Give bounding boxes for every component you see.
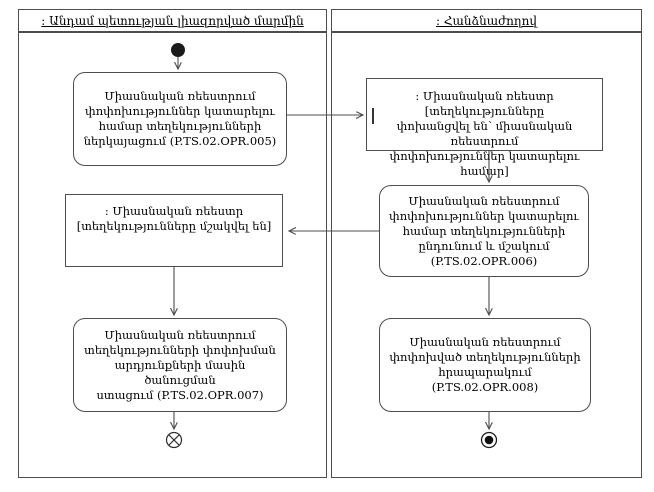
object-node-registry-processed: : Միասնական ռեեստր [տեղեկությունները մշա… (65, 194, 283, 267)
action-node-opr005: Միասնական ռեեստրում փոփոխություններ կատա… (73, 72, 287, 166)
swimlane-header-commission: : Հանձնաժողով (331, 9, 642, 32)
action-node-opr006: Միասնական ռեեստրում փոփոխություններ կատա… (379, 185, 589, 277)
swimlane-title-commission: : Հանձնաժողով (436, 13, 537, 28)
action-node-opr007: Միասնական ռեեստրում տեղեկությունների փոփ… (73, 318, 287, 412)
input-pin-icon (372, 108, 374, 124)
swimlane-header-authorized-body: : Անդամ պետության լիազորված մարմին (18, 9, 327, 32)
object-node-registry-transferred-label: : Միասնական ռեեստր [տեղեկությունները փոխ… (389, 89, 580, 178)
swimlane-title-authorized-body: : Անդամ պետության լիազորված մարմին (41, 13, 304, 28)
object-node-registry-processed-label: : Միասնական ռեեստր [տեղեկությունները մշա… (76, 204, 272, 233)
object-node-registry-transferred: : Միասնական ռեեստր [տեղեկությունները փոխ… (366, 78, 603, 178)
action-node-opr008-label: Միասնական ռեեստրում փոփոխված տեղեկությու… (389, 335, 581, 394)
action-node-opr006-label: Միասնական ռեեստրում փոփոխություններ կատա… (389, 193, 579, 268)
action-node-opr005-label: Միասնական ռեեստրում փոփոխություններ կատա… (83, 89, 277, 148)
action-node-opr007-label: Միասնական ռեեստրում տեղեկությունների փոփ… (84, 327, 276, 402)
action-node-opr008: Միասնական ռեեստրում փոփոխված տեղեկությու… (379, 318, 591, 412)
